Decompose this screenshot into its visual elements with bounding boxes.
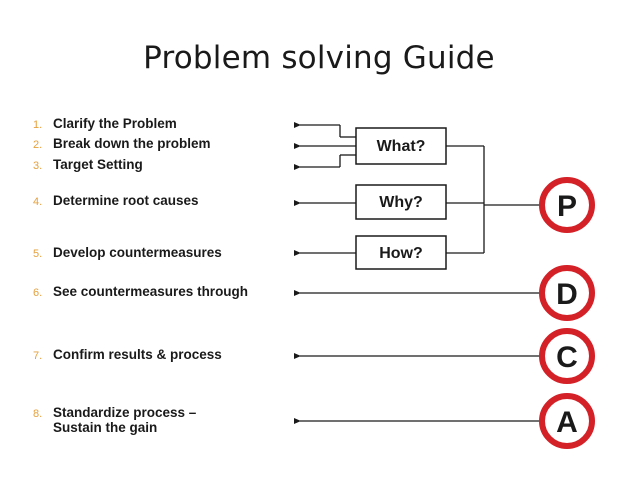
what-label: What? bbox=[377, 138, 426, 155]
step-label: Target Setting bbox=[53, 157, 143, 172]
what-box: What? bbox=[355, 127, 447, 165]
step-number: 6. bbox=[33, 287, 43, 299]
step-label: Confirm results & process bbox=[53, 347, 222, 362]
why-box: Why? bbox=[355, 184, 447, 220]
step-label: Standardize process – bbox=[53, 405, 197, 420]
step-label: See countermeasures through bbox=[53, 284, 249, 299]
step-5: 5. Develop countermeasures bbox=[33, 246, 222, 261]
step-label: Develop countermeasures bbox=[53, 245, 222, 260]
step-2: 2. Break down the problem bbox=[33, 137, 211, 152]
step-7: 7. Confirm results & process bbox=[33, 348, 222, 363]
step-6: 6. See countermeasures through bbox=[33, 285, 248, 300]
how-box: How? bbox=[355, 235, 447, 270]
pdca-c: C bbox=[539, 328, 595, 384]
pdca-a: A bbox=[539, 393, 595, 449]
page-title: Problem solving Guide bbox=[143, 40, 495, 76]
step-number: 7. bbox=[33, 350, 43, 362]
step-label: Determine root causes bbox=[53, 193, 199, 208]
p-connector bbox=[446, 145, 540, 254]
step-number: 3. bbox=[33, 160, 43, 172]
step-label: Clarify the Problem bbox=[53, 116, 177, 131]
pdca-p: P bbox=[539, 177, 595, 233]
step-number: 1. bbox=[33, 119, 43, 131]
step-number: 8. bbox=[33, 408, 43, 420]
step-1: 1. Clarify the Problem bbox=[33, 117, 177, 132]
pdca-a-letter: A bbox=[556, 406, 578, 439]
step-8: 8. Standardize process – Sustain the gain bbox=[33, 406, 196, 435]
step-number: 4. bbox=[33, 196, 43, 208]
pdca-d: D bbox=[539, 265, 595, 321]
step-number: 2. bbox=[33, 139, 43, 151]
pdca-p-letter: P bbox=[557, 190, 577, 223]
how-label: How? bbox=[379, 245, 423, 262]
step-label: Break down the problem bbox=[53, 136, 211, 151]
step-3: 3. Target Setting bbox=[33, 158, 143, 173]
pdca-d-letter: D bbox=[556, 278, 578, 311]
step-number: 5. bbox=[33, 248, 43, 260]
what-bracket bbox=[294, 122, 356, 170]
why-label: Why? bbox=[379, 194, 423, 211]
pdca-c-letter: C bbox=[556, 341, 578, 374]
step-4: 4. Determine root causes bbox=[33, 194, 199, 209]
step-label-line2: Sustain the gain bbox=[53, 420, 158, 435]
